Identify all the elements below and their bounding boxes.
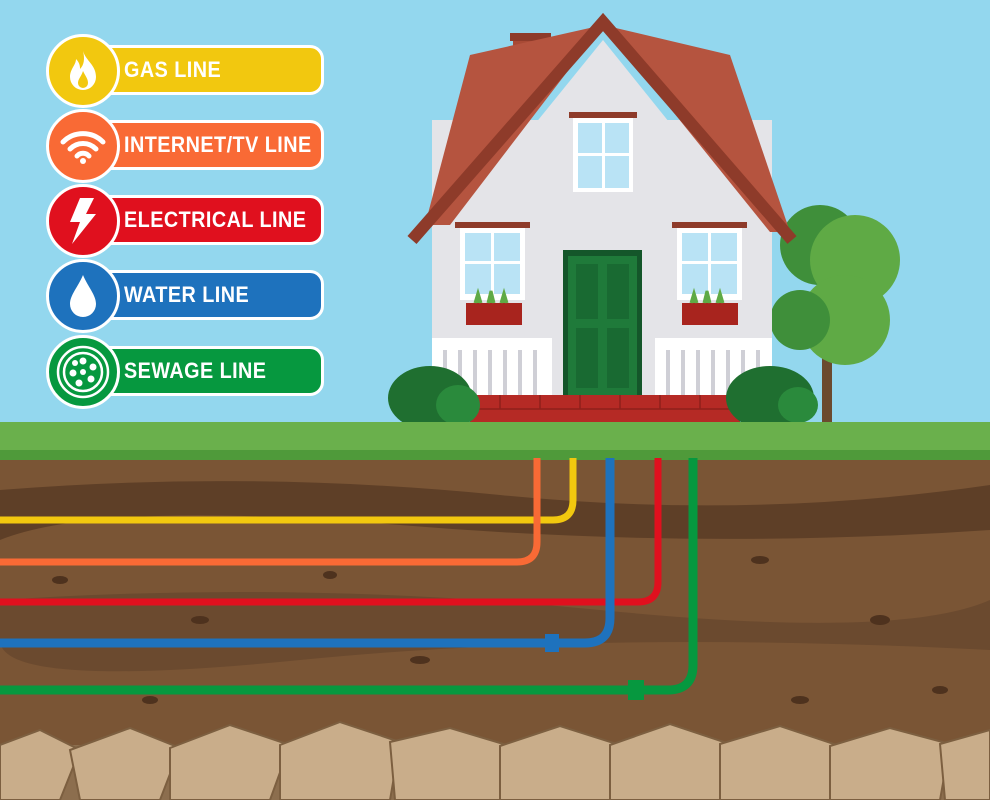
window-left: [455, 222, 530, 325]
window-top: [569, 112, 637, 192]
legend-item-sewage: SEWAGE LINE: [46, 335, 326, 409]
sewage-pipe: [0, 458, 698, 695]
sewer-grate-icon: [46, 335, 120, 409]
rock-layer: [0, 720, 990, 800]
flame-icon: [46, 34, 120, 108]
legend-item-electrical: ELECTRICAL LINE: [46, 184, 326, 258]
legend-item-internet-tv: INTERNET/TV LINE: [46, 109, 326, 183]
tree: [770, 205, 900, 425]
legend-label: SEWAGE LINE: [124, 358, 267, 383]
legend-item-gas: GAS LINE: [46, 34, 326, 108]
bush-right: [726, 366, 818, 430]
water-pipe-valve: [545, 634, 559, 652]
wifi-icon: [46, 109, 120, 183]
sewage-pipe-joint: [628, 680, 644, 700]
bush-left: [388, 366, 480, 430]
water-drop-icon: [46, 259, 120, 333]
electrical-pipe: [0, 458, 662, 606]
house: [407, 12, 797, 423]
legend-item-water: WATER LINE: [46, 259, 326, 333]
legend-label: GAS LINE: [124, 57, 222, 82]
internet-tv-pipe: [0, 458, 541, 566]
gas-pipe: [0, 458, 577, 524]
legend-label: WATER LINE: [124, 282, 250, 307]
legend-label: INTERNET/TV LINE: [124, 132, 312, 157]
legend-label: ELECTRICAL LINE: [124, 207, 307, 232]
water-pipe: [0, 458, 615, 648]
lightning-bolt-icon: [46, 184, 120, 258]
window-right: [672, 222, 747, 325]
door: [563, 250, 642, 398]
flower-box: [682, 303, 738, 325]
flower-box: [466, 303, 522, 325]
